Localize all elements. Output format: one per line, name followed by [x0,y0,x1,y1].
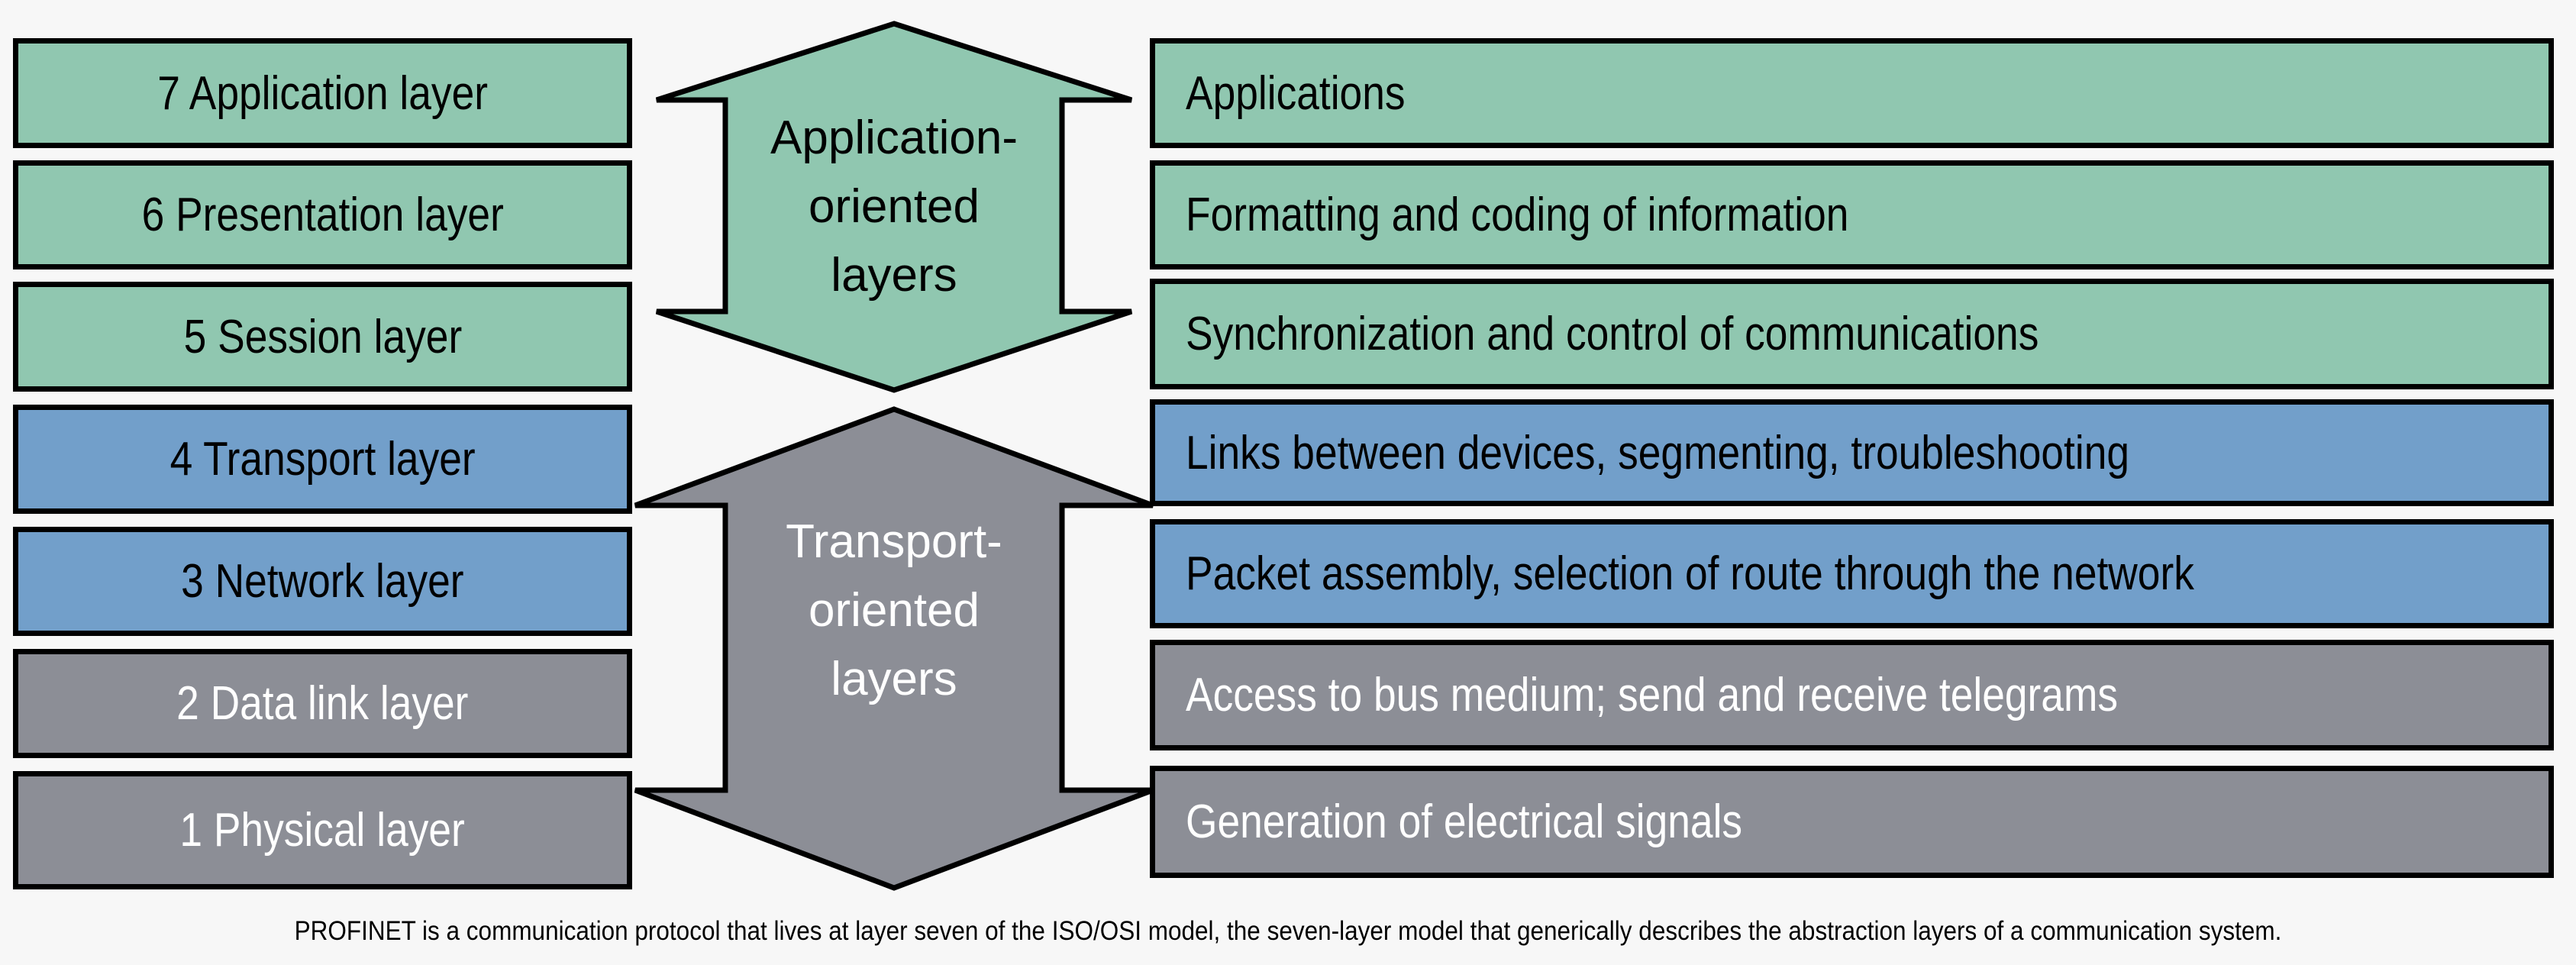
layer-2-description: Access to bus medium; send and receive t… [1186,669,2119,721]
layer-7-label: 7 Application layer [157,66,488,120]
layer-5-box: 5 Session layer [13,282,632,392]
layer-1-description-box: Generation of electrical signals [1150,766,2554,878]
layer-6-description-box: Formatting and coding of information [1150,160,2554,269]
layer-6-label: 6 Presentation layer [141,189,504,241]
transport-label-line1: Transport- [786,515,1002,568]
layer-5-description-box: Synchronization and control of communica… [1150,279,2554,389]
layer-2-box: 2 Data link layer [13,649,632,758]
layer-2-label: 2 Data link layer [176,677,469,730]
layer-5-label: 5 Session layer [183,310,462,363]
layer-4-description: Links between devices, segmenting, troub… [1186,426,2130,479]
layer-2-description-box: Access to bus medium; send and receive t… [1150,640,2554,750]
layer-7-description: Applications [1186,66,1406,120]
application-oriented-double-arrow [655,21,1133,393]
application-label-line2: oriented [808,180,980,233]
caption-text: PROFINET is a communication protocol tha… [294,916,2282,946]
layer-7-box: 7 Application layer [13,38,632,148]
layer-3-box: 3 Network layer [13,527,632,636]
transport-oriented-label: Transport- oriented layers [726,508,1062,714]
transport-label-line2: oriented [808,584,980,637]
layer-7-description-box: Applications [1150,38,2554,148]
application-label-line3: layers [831,249,957,302]
layer-1-label: 1 Physical layer [179,804,466,857]
application-label-line1: Application- [770,111,1018,164]
layer-3-label: 3 Network layer [181,555,464,608]
layer-4-description-box: Links between devices, segmenting, troub… [1150,399,2554,506]
figure-caption: PROFINET is a communication protocol tha… [0,916,2576,947]
layer-4-box: 4 Transport layer [13,405,632,514]
layer-1-description: Generation of electrical signals [1186,796,1743,848]
transport-label-line3: layers [831,653,957,705]
layer-3-description: Packet assembly, selection of route thro… [1186,547,2194,600]
layer-6-box: 6 Presentation layer [13,160,632,269]
layer-6-description: Formatting and coding of information [1186,189,1849,241]
application-oriented-label: Application- oriented layers [726,104,1062,310]
transport-oriented-double-arrow [634,406,1154,891]
layer-4-label: 4 Transport layer [169,433,476,486]
layer-1-box: 1 Physical layer [13,771,632,889]
layer-5-description: Synchronization and control of communica… [1186,308,2039,360]
layer-3-description-box: Packet assembly, selection of route thro… [1150,519,2554,628]
